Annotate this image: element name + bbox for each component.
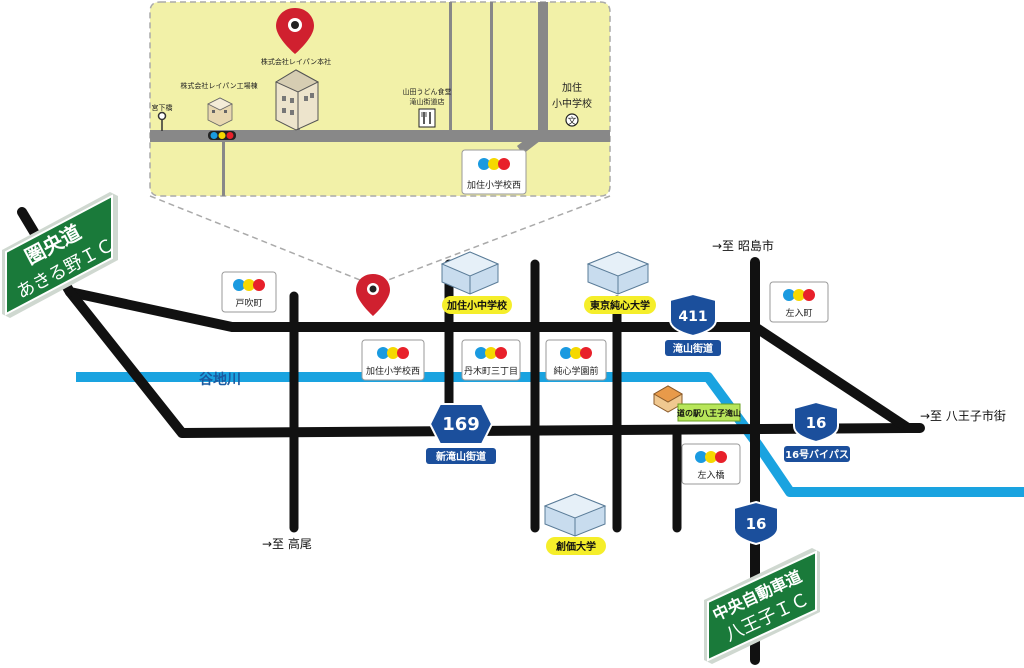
signal-sanyumachi: 左入町 <box>769 281 829 323</box>
direction-hachioji: →至 八王子市街 <box>920 408 1006 423</box>
signal-label: 純心学園前 <box>553 365 598 377</box>
school-soka-label-box: 創価大学 <box>546 537 606 555</box>
school-soka-label: 創価大学 <box>555 540 596 553</box>
route-411-number: 411 <box>678 309 707 325</box>
signal-label: 丹木町三丁目 <box>464 365 518 377</box>
direction-akishima: →至 昭島市 <box>712 238 774 253</box>
bus-stop-label: 宮下橋 <box>152 103 173 112</box>
hq-location-pin-icon[interactable] <box>276 8 314 54</box>
route-411-shield-icon: 411 <box>669 292 717 338</box>
michinoeki-label-box: 道の駅八王子滝山 <box>677 403 741 422</box>
inset-map: 宮下橋 株式会社レイパン工場棟 株式会社レイパン本社 <box>149 1 611 281</box>
factory-building-icon <box>207 97 233 127</box>
inset-signal-label: 加住小学校西 <box>467 179 521 191</box>
school-kasumi-label-box: 加住小中学校 <box>442 296 512 314</box>
signal-label: 戸吹町 <box>235 297 262 309</box>
signal-sanyubashi: 左入橋 <box>681 443 741 485</box>
school-kasumi-label: 加住小中学校 <box>446 299 508 312</box>
school-junshin-label-box: 東京純心大学 <box>584 296 656 314</box>
michinoeki-label: 道の駅八王子滝山 <box>677 408 741 418</box>
route-16-number: 16 <box>806 414 827 432</box>
inset-roads <box>150 2 610 196</box>
inset-signal-lights <box>208 131 236 140</box>
signal-junshin-gakuenmae: 純心学園前 <box>545 339 607 381</box>
university-building-icon <box>543 493 607 537</box>
restaurant-icon <box>418 108 436 128</box>
school-icon: 文 <box>565 113 579 127</box>
route-16-name: 16号バイパス <box>785 449 849 461</box>
restaurant-name: 山田うどん食堂 <box>403 87 452 96</box>
school-building-icon <box>440 251 500 295</box>
hq-building-icon <box>274 69 320 131</box>
hq-label: 株式会社レイパン本社 <box>261 57 331 66</box>
bus-stop-icon <box>157 111 167 131</box>
route-411-name: 滝山街道 <box>673 342 713 355</box>
route-169-number: 169 <box>442 414 480 435</box>
river-name: 谷地川 <box>199 371 241 388</box>
road-network <box>17 207 925 665</box>
signal-label: 左入橋 <box>697 469 724 481</box>
signal-label: 加住小学校西 <box>366 365 420 377</box>
school-name-line2: 小中学校 <box>552 97 592 110</box>
signal-kasumi-shogakko-nishi: 加住小学校西 <box>361 339 425 381</box>
route-16-south-shield-icon: 16 <box>733 500 779 546</box>
signal-label: 左入町 <box>785 307 812 319</box>
signal-tangimachi-3: 丹木町三丁目 <box>461 339 521 381</box>
main-location-pin-icon[interactable] <box>356 274 390 316</box>
route-16-name-box: 16号バイパス <box>784 446 850 462</box>
restaurant-branch: 滝山街道店 <box>410 97 445 106</box>
chuo-ic-sign: 中央自動車道 八王子ＩＣ <box>704 548 820 664</box>
factory-label: 株式会社レイパン工場棟 <box>180 81 257 90</box>
route-169-shield-icon: 169 <box>428 403 494 445</box>
school-name-line1: 加住 <box>562 81 582 94</box>
route-169-name-box: 新滝山街道 <box>426 448 496 464</box>
signal-tobuki: 戸吹町 <box>221 271 277 313</box>
route-411-name-box: 滝山街道 <box>665 340 721 356</box>
route-16-south-number: 16 <box>746 515 767 533</box>
direction-takao: →至 高尾 <box>262 536 312 551</box>
school-junshin-label: 東京純心大学 <box>590 299 650 312</box>
route-16-shield-icon: 16 <box>793 400 839 444</box>
inset-signal-sign: 加住小学校西 <box>461 149 527 195</box>
svg-text:文: 文 <box>567 115 576 127</box>
route-169-name: 新滝山街道 <box>436 450 486 463</box>
university-building-icon <box>586 251 650 295</box>
